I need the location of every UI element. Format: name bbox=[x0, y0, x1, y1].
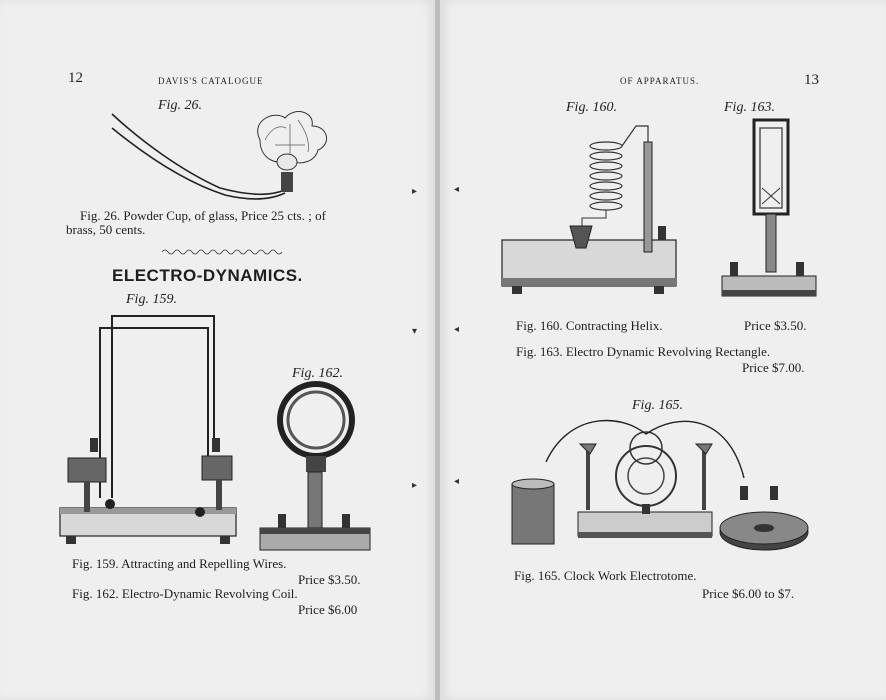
revolving-rectangle-illustration bbox=[721, 118, 817, 297]
fig159-price: Price $3.50. bbox=[298, 572, 361, 587]
page-number: 12 bbox=[68, 70, 83, 86]
fig165-price: Price $6.00 to $7. bbox=[702, 586, 795, 601]
fig160-price: Price $3.50. bbox=[744, 318, 807, 333]
contracting-helix-illustration bbox=[501, 125, 677, 294]
revolving-coil-illustration bbox=[259, 381, 371, 551]
fig162-caption: Fig. 162. Electro-Dynamic Revolving Coil… bbox=[72, 586, 298, 601]
margin-mark: ◂ bbox=[454, 184, 460, 195]
fig159-caption: Fig. 159. Attracting and Repelling Wires… bbox=[72, 556, 287, 571]
fig162-label: Fig. 162. bbox=[292, 366, 343, 381]
fig26-caption-cont: brass, 50 cents. bbox=[66, 222, 146, 237]
fig163-price: Price $7.00. bbox=[742, 360, 805, 375]
fig159-label: Fig. 159. bbox=[126, 292, 177, 307]
fig26-caption: Fig. 26. Powder Cup, of glass, Price 25 … bbox=[80, 208, 326, 223]
running-head: DAVIS'S CATALOGUE bbox=[158, 76, 264, 86]
page-number: 13 bbox=[804, 72, 819, 88]
wavy-divider bbox=[161, 249, 283, 255]
margin-mark: ▸ bbox=[412, 480, 418, 491]
margin-mark: ◂ bbox=[454, 324, 460, 335]
right-page: OF APPARATUS. 13 Fig. 160. Fig. 163. bbox=[440, 0, 886, 700]
fig163-caption: Fig. 163. Electro Dynamic Revolving Rect… bbox=[516, 344, 771, 359]
fig165-caption: Fig. 165. Clock Work Electrotome. bbox=[514, 568, 697, 583]
margin-mark: ◂ bbox=[454, 476, 460, 487]
fig160-label: Fig. 160. bbox=[566, 100, 617, 115]
clockwork-electrotome-illustration bbox=[511, 419, 809, 551]
attracting-wires-illustration bbox=[59, 315, 237, 544]
section-heading: ELECTRO-DYNAMICS. bbox=[112, 266, 303, 285]
left-page: 12 DAVIS'S CATALOGUE Fig. 26. Fig. 26. P… bbox=[0, 0, 436, 700]
fig26-label: Fig. 26. bbox=[158, 98, 202, 113]
book-gutter bbox=[435, 0, 441, 700]
margin-mark: ▸ bbox=[412, 186, 418, 197]
fig162-price: Price $6.00 bbox=[298, 602, 358, 617]
powder-cup-illustration bbox=[111, 111, 327, 200]
running-head: OF APPARATUS. bbox=[620, 76, 700, 86]
fig163-label: Fig. 163. bbox=[724, 100, 775, 115]
fig160-caption: Fig. 160. Contracting Helix. bbox=[516, 318, 663, 333]
margin-mark: ▾ bbox=[412, 326, 418, 337]
fig165-label: Fig. 165. bbox=[632, 398, 683, 413]
